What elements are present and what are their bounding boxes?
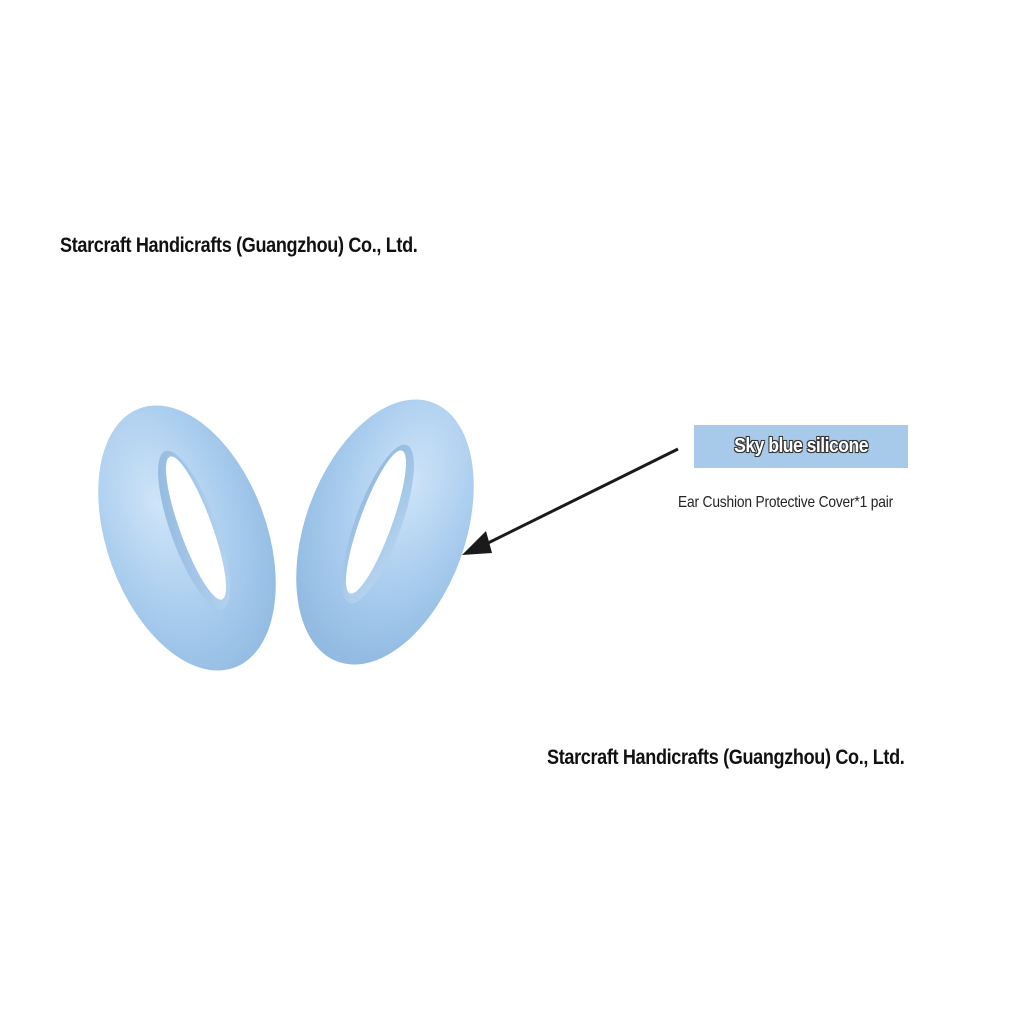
product-description: Ear Cushion Protective Cover*1 pair xyxy=(678,494,894,511)
left-ear-cushion xyxy=(98,405,276,671)
watermark-top: Starcraft Handicrafts (Guangzhou) Co., L… xyxy=(60,234,418,257)
watermark-bottom: Starcraft Handicrafts (Guangzhou) Co., L… xyxy=(547,746,905,769)
color-label-text: Sky blue silicone xyxy=(734,435,868,457)
color-label-badge: Sky blue silicone xyxy=(694,425,908,468)
pointer-arrow-icon xyxy=(462,447,679,555)
right-ear-cushion xyxy=(296,399,474,665)
